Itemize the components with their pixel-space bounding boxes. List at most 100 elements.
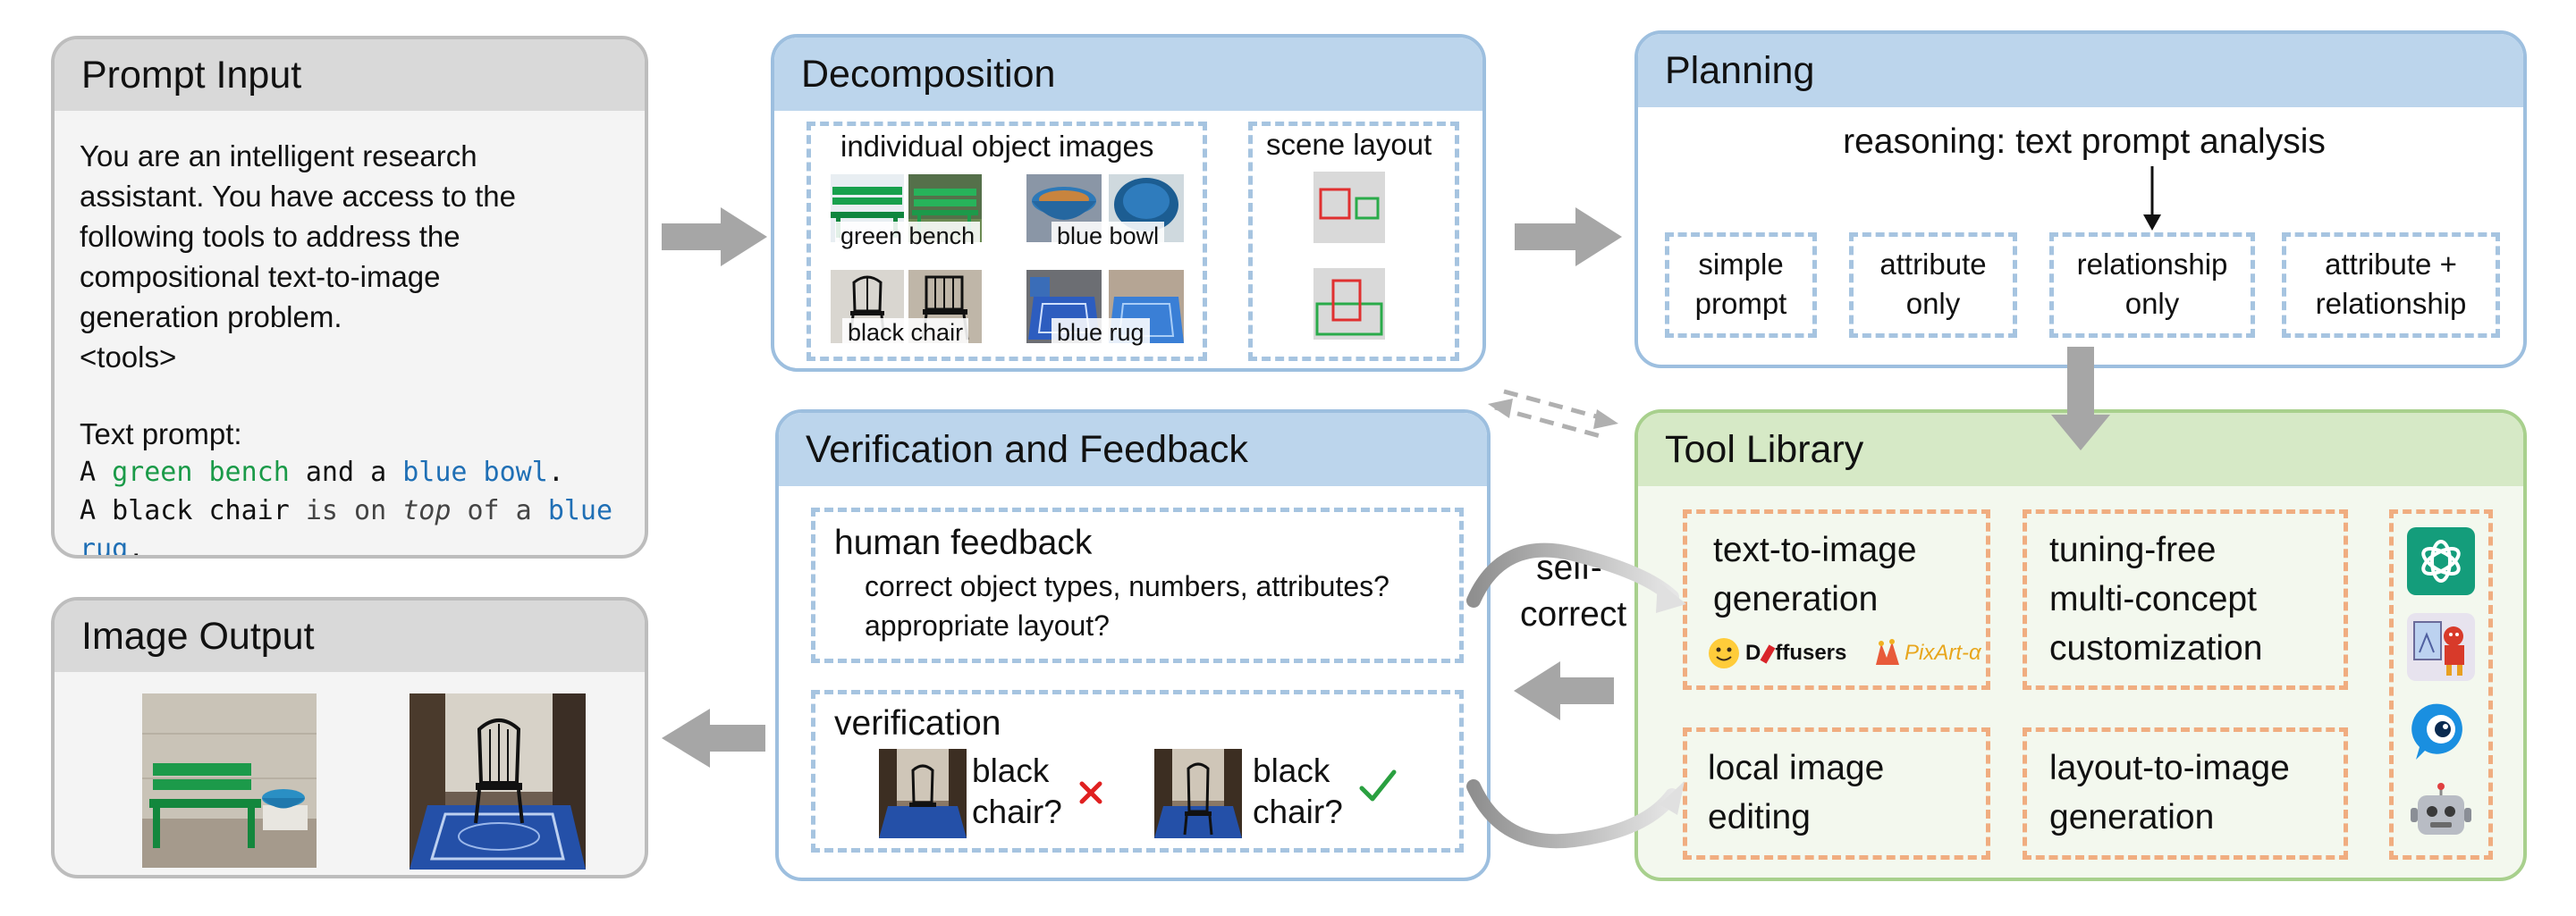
scene-layout-2	[1313, 268, 1385, 340]
human-feedback-box	[811, 508, 1464, 663]
option-line: relationship	[2076, 248, 2228, 281]
tool-line: local image	[1708, 749, 1885, 787]
decomposition-panel: Decomposition individual object images s…	[771, 34, 1486, 372]
decomposition-title: Decomposition	[774, 38, 1482, 111]
diffusers-rest: ffusers	[1775, 641, 1847, 665]
arrow-tool-library-to-verification	[1514, 661, 1614, 720]
tuning-free-label: tuning-free multi-concept customization	[2049, 525, 2262, 673]
human-feedback-line-1: correct object types, numbers, attribute…	[865, 570, 1389, 602]
scene-layout-box	[1248, 122, 1459, 361]
arrow-decomposition-to-planning	[1515, 207, 1622, 266]
self-correct-curve-bottom	[1466, 779, 1679, 849]
text: and a	[289, 457, 403, 488]
diffusers-d: D	[1745, 641, 1761, 665]
robot-icon	[2407, 781, 2475, 849]
image-output-title: Image Output	[55, 601, 645, 672]
intro-line: generation problem.	[80, 300, 342, 333]
check-line: black	[972, 752, 1050, 789]
verification-check-text-1: black chair?	[972, 751, 1062, 833]
hugging-face-icon	[1709, 638, 1739, 668]
option-line: only	[2124, 287, 2180, 320]
tuning-free-box	[2023, 509, 2348, 690]
blue-rug-label: blue rug	[1052, 318, 1150, 347]
self-correct-line: correct	[1520, 595, 1627, 634]
verification-title: Verification and Feedback	[779, 413, 1487, 486]
verification-panel: Verification and Feedback human feedback…	[775, 409, 1491, 881]
tool-line: text-to-image	[1713, 531, 1917, 569]
dashed-arrow-head-1	[1593, 409, 1618, 429]
check-line: chair?	[972, 794, 1062, 830]
tool-line: layout-to-image	[2049, 749, 2290, 787]
check-line: chair?	[1253, 794, 1343, 830]
text: .	[128, 534, 145, 559]
option-attribute-only	[1849, 232, 2017, 338]
image-output-panel: Image Output	[51, 597, 648, 878]
reasoning-down-arrow	[2143, 166, 2161, 231]
option-attribute-only-label: attribute only	[1849, 245, 2017, 324]
prompt-intro: You are an intelligent research assistan…	[80, 136, 516, 377]
prompt-line-1: A green bench and a blue bowl.	[80, 453, 645, 492]
tool-line: customization	[2049, 629, 2263, 668]
verification-box	[811, 690, 1464, 853]
blue-bowl-text: blue bowl	[402, 457, 548, 488]
text: of a	[451, 495, 548, 526]
green-bench-label: green bench	[835, 222, 981, 250]
dashed-arrows	[1494, 389, 1610, 439]
planning-title: Planning	[1638, 34, 2523, 107]
text: A	[80, 457, 113, 488]
arrow-verification-to-image-output	[662, 709, 765, 768]
self-correct-curve-top	[1466, 542, 1679, 608]
option-line: only	[1905, 287, 1961, 320]
prompt-line-2: A black chair is on top of a blue rug.	[80, 492, 645, 559]
check-icon	[1359, 769, 1397, 802]
pixart-icon	[1876, 639, 1899, 665]
local-image-editing-label: local image editing	[1708, 744, 1884, 842]
text: .	[547, 457, 564, 488]
intro-line: compositional text-to-image	[80, 260, 441, 293]
text: is on	[289, 495, 403, 526]
pixart-logo: PixArt-α	[1905, 641, 1981, 665]
intro-line: assistant. You have access to the	[80, 180, 516, 213]
option-line: attribute +	[2325, 248, 2457, 281]
option-line: relationship	[2315, 287, 2467, 320]
intro-line: You are an intelligent research	[80, 139, 477, 172]
prompt-input-panel: Prompt Input You are an intelligent rese…	[51, 36, 648, 559]
llm-agents-box	[2389, 509, 2493, 860]
prompt-input-title: Prompt Input	[55, 39, 645, 111]
tool-line: tuning-free	[2049, 531, 2217, 569]
text-prompt-label: Text prompt:	[80, 417, 242, 450]
chatgpt-icon	[2407, 527, 2475, 595]
blue-rug-text: blue rug	[80, 495, 613, 559]
check-line: black	[1253, 752, 1330, 789]
eye-chat-icon	[2407, 697, 2475, 765]
scene-layout-label: scene layout	[1266, 128, 1432, 161]
option-line: prompt	[1694, 287, 1787, 320]
text: A	[80, 495, 113, 526]
option-simple-prompt-label: simple prompt	[1665, 245, 1817, 324]
reasoning-text: reasoning: text prompt analysis	[1843, 122, 2326, 161]
individual-object-images-label: individual object images	[840, 130, 1154, 163]
option-relationship-only	[2049, 232, 2255, 338]
individual-object-images-box	[807, 122, 1207, 361]
option-line: simple	[1698, 248, 1784, 281]
green-bench-text: green bench	[112, 457, 290, 488]
human-feedback-line-2: appropriate layout?	[865, 609, 1110, 642]
black-chair-label: black chair	[842, 318, 969, 347]
tool-line: multi-concept	[2049, 580, 2257, 618]
option-simple-prompt	[1665, 232, 1817, 338]
local-image-editing-box	[1683, 727, 1990, 860]
top-text: top	[402, 495, 452, 526]
human-feedback-label: human feedback	[834, 524, 1093, 562]
output-image-chair-rug	[410, 693, 586, 870]
verification-check-text-2: black chair?	[1253, 751, 1343, 833]
black-chair-text: black chair	[112, 495, 290, 526]
tool-line: editing	[1708, 798, 1811, 836]
option-line: attribute	[1879, 248, 1987, 281]
arrow-planning-to-tool-library	[2051, 347, 2110, 450]
output-image-bench-bowl	[142, 693, 317, 868]
